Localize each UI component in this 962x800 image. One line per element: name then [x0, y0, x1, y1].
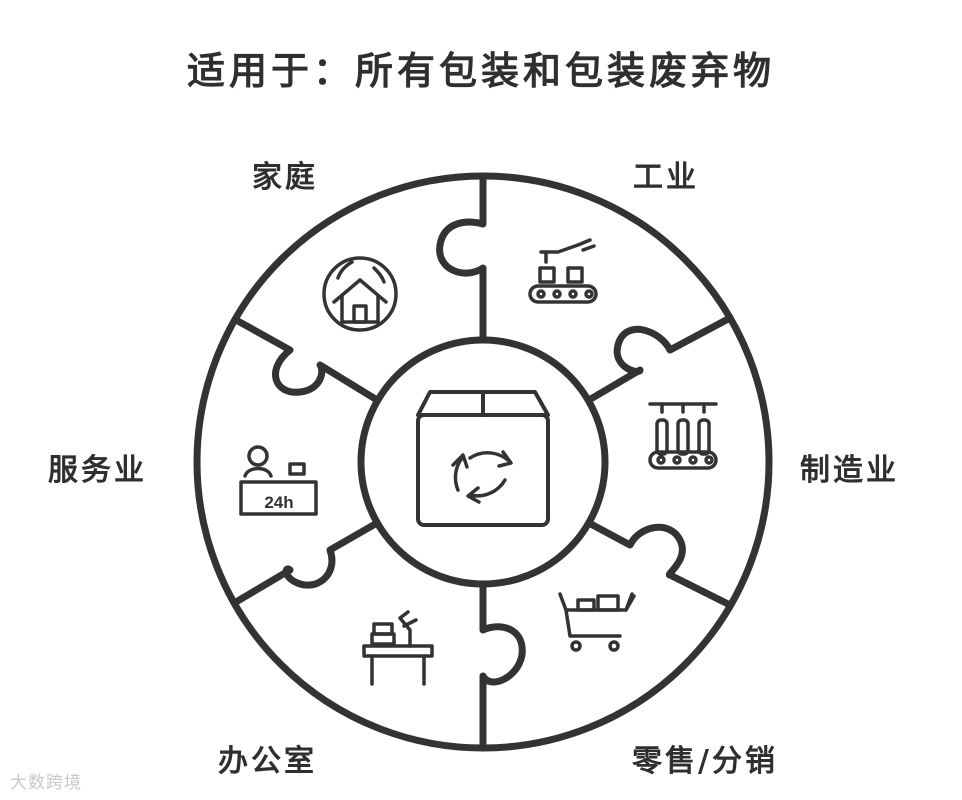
outer-ring	[193, 172, 773, 752]
recycling-box-icon	[416, 390, 550, 527]
divider-upper-right	[585, 314, 734, 404]
service-desk-24h-label: 24h	[264, 493, 293, 512]
segment-label-retail: 零售/分销	[632, 744, 778, 779]
inner-ring	[357, 336, 609, 588]
divider-top	[436, 172, 487, 344]
page-title: 适用于：所有包装和包装废弃物	[186, 49, 775, 93]
watermark: 大数跨境	[10, 773, 82, 793]
bottling-line-icon	[648, 402, 718, 470]
shopping-cart-icon	[558, 592, 636, 652]
divider-bottom	[479, 580, 526, 752]
segment-label-industry: 工业	[633, 160, 699, 195]
service-desk-24h-icon	[239, 445, 318, 516]
divider-lower-right	[585, 519, 734, 609]
segment-label-manufacturing: 制造业	[800, 453, 899, 488]
divider-upper-left	[232, 316, 381, 404]
divider-lower-left	[232, 519, 381, 606]
robot-arm-conveyor-icon	[528, 238, 598, 304]
segment-label-service: 服务业	[48, 453, 147, 488]
segment-label-home: 家庭	[252, 160, 318, 195]
house-recycle-icon	[322, 256, 398, 332]
segment-label-office: 办公室	[218, 744, 317, 779]
office-desk-icon	[362, 610, 434, 686]
